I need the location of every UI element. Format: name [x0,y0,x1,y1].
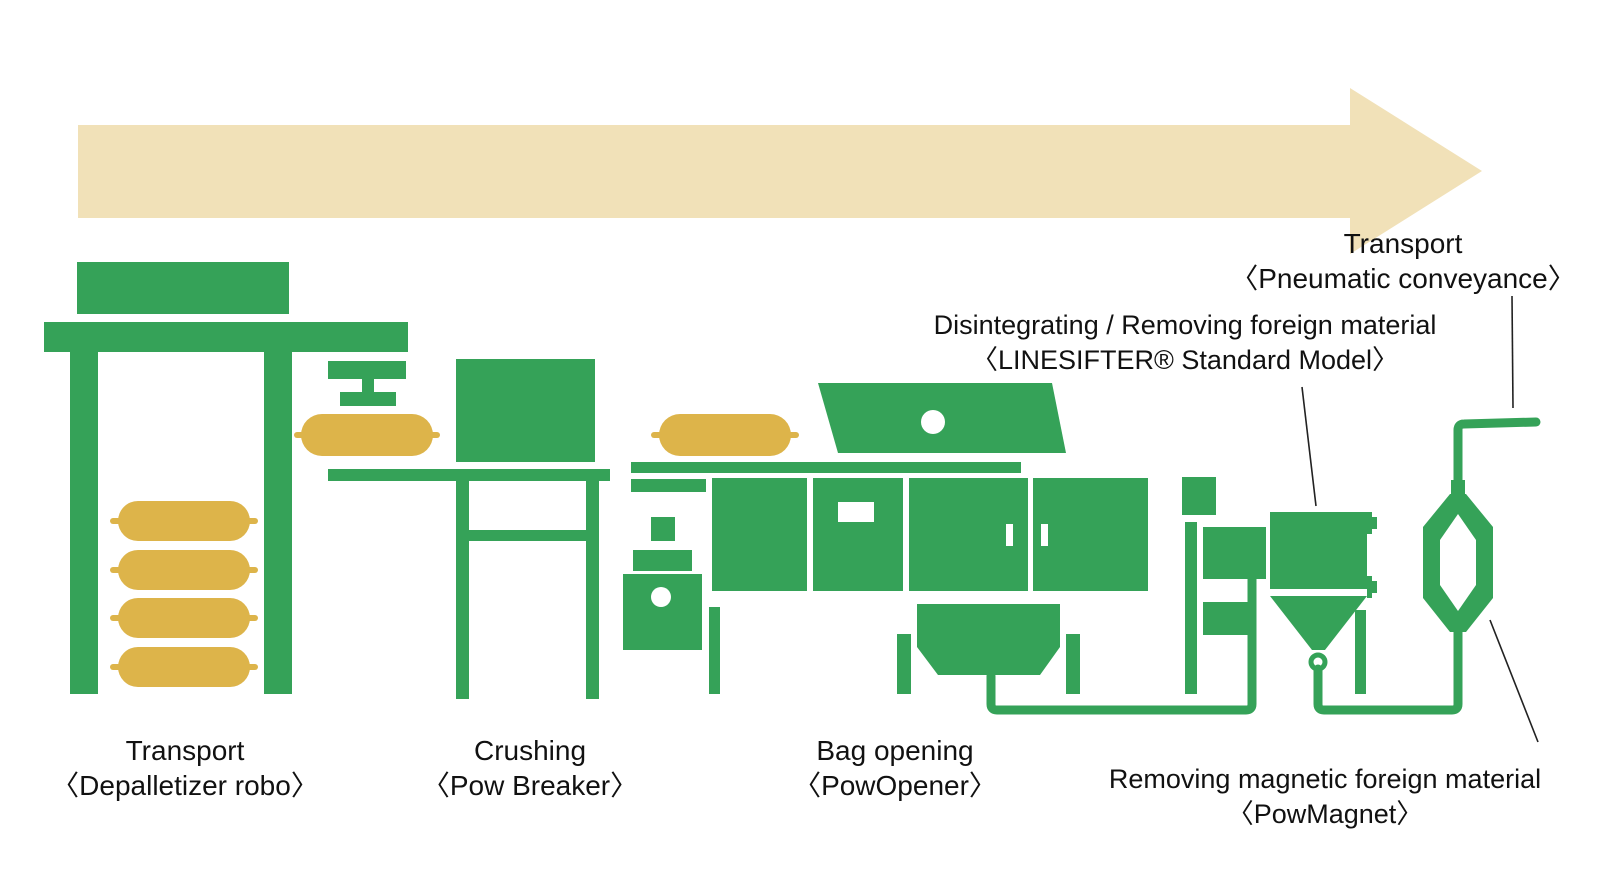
linesifter-icon [1182,477,1377,694]
flow-arrow [78,88,1482,254]
bag-icon [110,501,258,541]
opener-panel-window [838,502,874,522]
label-breaker: Crushing 〈Pow Breaker〉 [405,733,655,803]
leader-line-pneumatic [1511,295,1514,409]
pow-breaker-icon [328,359,610,699]
label-model: 〈PowMagnet〉 [1226,799,1424,829]
transfer-pipe [986,550,1257,715]
label-title: Crushing [473,735,587,766]
leader-line-magnet [1489,619,1539,743]
bag-icon [110,550,258,590]
label-depalletizer: Transport 〈Depalletizer robo〉 [40,733,330,803]
label-title: Transport [1343,228,1463,259]
bag-icon [110,598,258,638]
label-title: Disintegrating / Removing foreign materi… [933,310,1437,340]
bag-icon [110,647,258,687]
bag-icon [651,414,799,456]
opener-port-circle [921,410,945,434]
label-title: Transport [125,735,245,766]
label-model: 〈Pneumatic conveyance〉 [1230,263,1576,294]
sifter-outlet-pipe [1313,627,1463,715]
label-model: 〈LINESIFTER® Standard Model〉 [970,345,1400,375]
label-model: 〈Depalletizer robo〉 [51,770,319,801]
label-model: 〈Pow Breaker〉 [421,770,639,801]
bag-stack [110,501,258,687]
label-sifter: Disintegrating / Removing foreign materi… [890,308,1480,378]
magnet-core [1440,514,1476,611]
leader-line-sifter [1301,386,1317,507]
label-opener: Bag opening 〈PowOpener〉 [770,733,1020,803]
bag-icon [294,414,440,456]
label-pneumatic: Transport 〈Pneumatic conveyance〉 [1228,226,1578,296]
opener-door-handle [1041,524,1048,546]
opener-port-circle [651,587,671,607]
label-title: Removing magnetic foreign material [1108,764,1542,794]
label-title: Bag opening [816,735,974,766]
pneumatic-conveyance-icon [1453,417,1541,487]
label-magnet: Removing magnetic foreign material 〈PowM… [1055,762,1595,832]
depalletizer-robot-icon [44,262,408,694]
opener-door-handle [1006,524,1013,546]
label-model: 〈PowOpener〉 [793,770,997,801]
pow-opener-icon [623,383,1148,694]
